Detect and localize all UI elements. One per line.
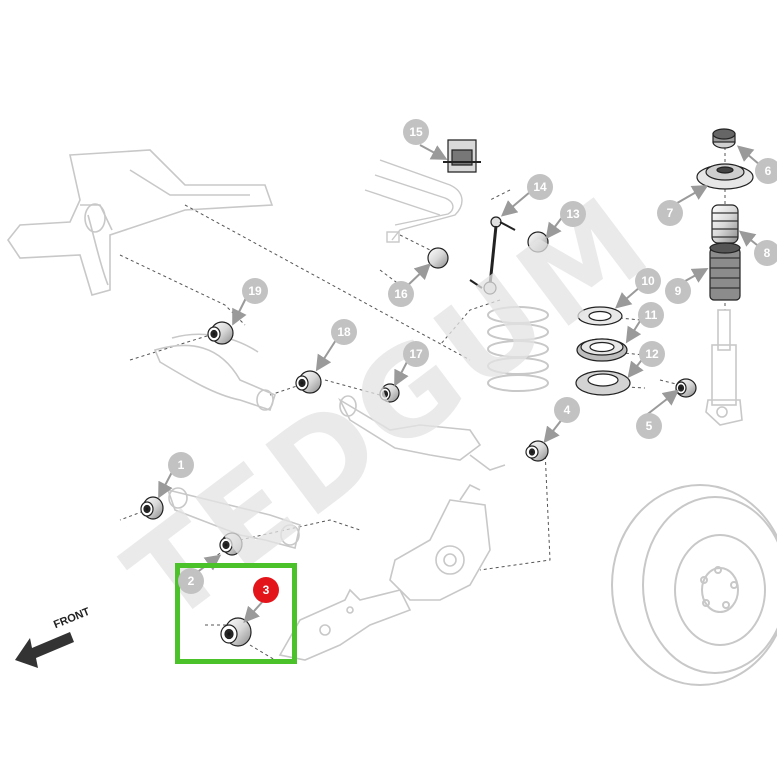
bearing-11 <box>576 338 628 362</box>
callout-11: 11 <box>638 302 664 328</box>
bushing-13 <box>527 231 549 253</box>
trailing-link <box>166 487 301 549</box>
lower-rear-arm <box>278 588 412 661</box>
rear-subframe <box>7 149 274 296</box>
shock-absorber <box>705 309 743 426</box>
bushing-16 <box>427 247 449 269</box>
stabilizer-link-14 <box>469 216 516 295</box>
callout-6: 6 <box>755 158 777 184</box>
spring-seat-parts <box>575 306 631 396</box>
callout-12: 12 <box>639 341 665 367</box>
front-arrow <box>15 632 74 668</box>
strut-top-parts <box>696 128 754 301</box>
bushing-3 <box>220 617 252 647</box>
dust-boot-9 <box>709 242 741 301</box>
lower-control-arm <box>338 395 506 471</box>
bushing-1 <box>140 496 164 520</box>
bushing-2 <box>219 532 243 556</box>
callout-8: 8 <box>754 240 777 266</box>
wheel-drum <box>611 484 777 686</box>
callout-13: 13 <box>560 201 586 227</box>
spring-seat-10 <box>577 306 623 326</box>
bushing-18 <box>295 370 322 394</box>
stabilizer-bushing-15 <box>443 139 481 173</box>
bump-stop-8 <box>711 204 739 244</box>
mount-cap-6 <box>712 128 736 149</box>
callout-14: 14 <box>527 174 553 200</box>
callout-1: 1 <box>168 452 194 478</box>
callout-5: 5 <box>636 413 662 439</box>
bushing-parts <box>140 231 697 647</box>
callout-15: 15 <box>403 119 429 145</box>
callout-7: 7 <box>657 200 683 226</box>
callout-17: 17 <box>403 341 429 367</box>
bushing-5 <box>675 378 697 398</box>
callout-9: 9 <box>665 278 691 304</box>
bushing-4 <box>525 440 549 462</box>
callout-16: 16 <box>388 281 414 307</box>
spring-seat-12 <box>575 370 631 396</box>
callout-3: 3 <box>253 577 279 603</box>
callout-10: 10 <box>635 268 661 294</box>
wheel-knuckle <box>389 483 491 601</box>
strut-mount-7 <box>696 163 754 190</box>
bushing-19 <box>207 321 234 345</box>
bushing-17 <box>379 383 400 403</box>
callout-2: 2 <box>178 568 204 594</box>
callout-19: 19 <box>242 278 268 304</box>
upper-control-arm <box>153 333 276 412</box>
highlight-frame <box>175 563 297 664</box>
callout-4: 4 <box>554 397 580 423</box>
callout-18: 18 <box>331 319 357 345</box>
coil-spring <box>487 306 549 392</box>
stabilizer-bar <box>364 159 463 243</box>
